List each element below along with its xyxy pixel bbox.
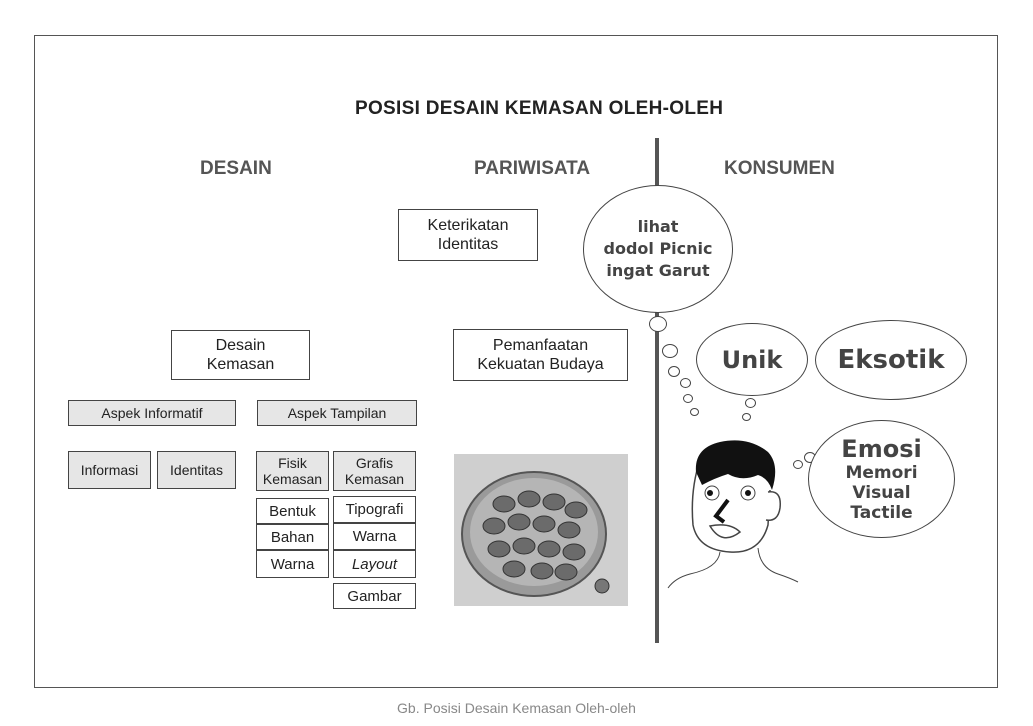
pemanfaatan-line1: Pemanfaatan [492,337,589,354]
grafis-line1: Grafis [355,455,394,471]
fisik-item-bentuk: Bentuk [256,498,329,524]
grafis-item-warna: Warna [333,523,416,550]
fisik-kemasan-box: Fisik Kemasan [256,451,329,491]
trail-bubble [680,378,691,388]
grafis-kemasan-box: Grafis Kemasan [333,451,416,491]
bubble-unik-text: Unik [721,345,783,374]
heading-desain: DESAIN [200,158,272,179]
pemanfaatan-line2: Kekuatan Budaya [477,356,604,373]
bubble-main-line2: dodol Picnic [603,239,713,258]
dodol-tin-illustration [454,454,628,606]
thought-bubble-unik: Unik [696,323,808,396]
heading-pariwisata: PARIWISATA [474,158,591,179]
desain-kemasan-line1: Desain [215,337,266,354]
bubble-emosi-line1: Emosi [841,434,922,463]
fisik-item-warna: Warna [256,550,329,578]
trail-bubble [793,460,803,469]
trail-bubble [662,344,678,358]
diagram-title: POSISI DESAIN KEMASAN OLEH-OLEH [355,98,724,119]
bubble-eksotik-text: Eksotik [837,345,945,375]
bubble-main-line3: ingat Garut [606,261,710,280]
keterikatan-identitas-box: Keterikatan Identitas [398,209,538,261]
aspek-tampilan-box: Aspek Tampilan [257,400,417,426]
keterikatan-line2: Identitas [437,236,499,253]
pemanfaatan-budaya-box: Pemanfaatan Kekuatan Budaya [453,329,628,381]
fisik-line1: Fisik [278,455,307,471]
fisik-line2: Kemasan [262,471,323,487]
trail-bubble [690,408,699,416]
grafis-item-gambar: Gambar [333,583,416,609]
fisik-item-bahan: Bahan [256,524,329,550]
informasi-box: Informasi [68,451,151,489]
trail-bubble [649,316,667,332]
heading-konsumen: KONSUMEN [724,158,835,179]
thought-bubble-emosi: Emosi Memori Visual Tactile [808,420,955,538]
trail-bubble [745,398,756,408]
grafis-item-tipografi: Tipografi [333,496,416,523]
figure-caption: Gb. Posisi Desain Kemasan Oleh-oleh [397,700,636,716]
trail-bubble [742,413,751,421]
bubble-main-line1: lihat [637,217,679,236]
bubble-emosi-line3: Visual [852,482,911,503]
consumer-face-icon [667,440,799,589]
thought-bubble-main: lihat dodol Picnic ingat Garut [583,185,733,313]
grafis-item-layout: Layout [333,550,416,578]
identitas-box: Identitas [157,451,236,489]
aspek-informatif-box: Aspek Informatif [68,400,236,426]
bubble-emosi-line4: Tactile [850,502,913,523]
dodol-tin-photo [454,454,628,606]
thought-bubble-eksotik: Eksotik [815,320,967,400]
trail-bubble [683,394,693,403]
trail-bubble [668,366,680,377]
diagram-frame [34,35,998,688]
vertical-divider [655,138,659,643]
desain-kemasan-line2: Kemasan [206,356,275,373]
grafis-line2: Kemasan [344,471,405,487]
keterikatan-line1: Keterikatan [427,217,509,234]
bubble-emosi-line2: Memori [845,462,918,483]
desain-kemasan-box: Desain Kemasan [171,330,310,380]
